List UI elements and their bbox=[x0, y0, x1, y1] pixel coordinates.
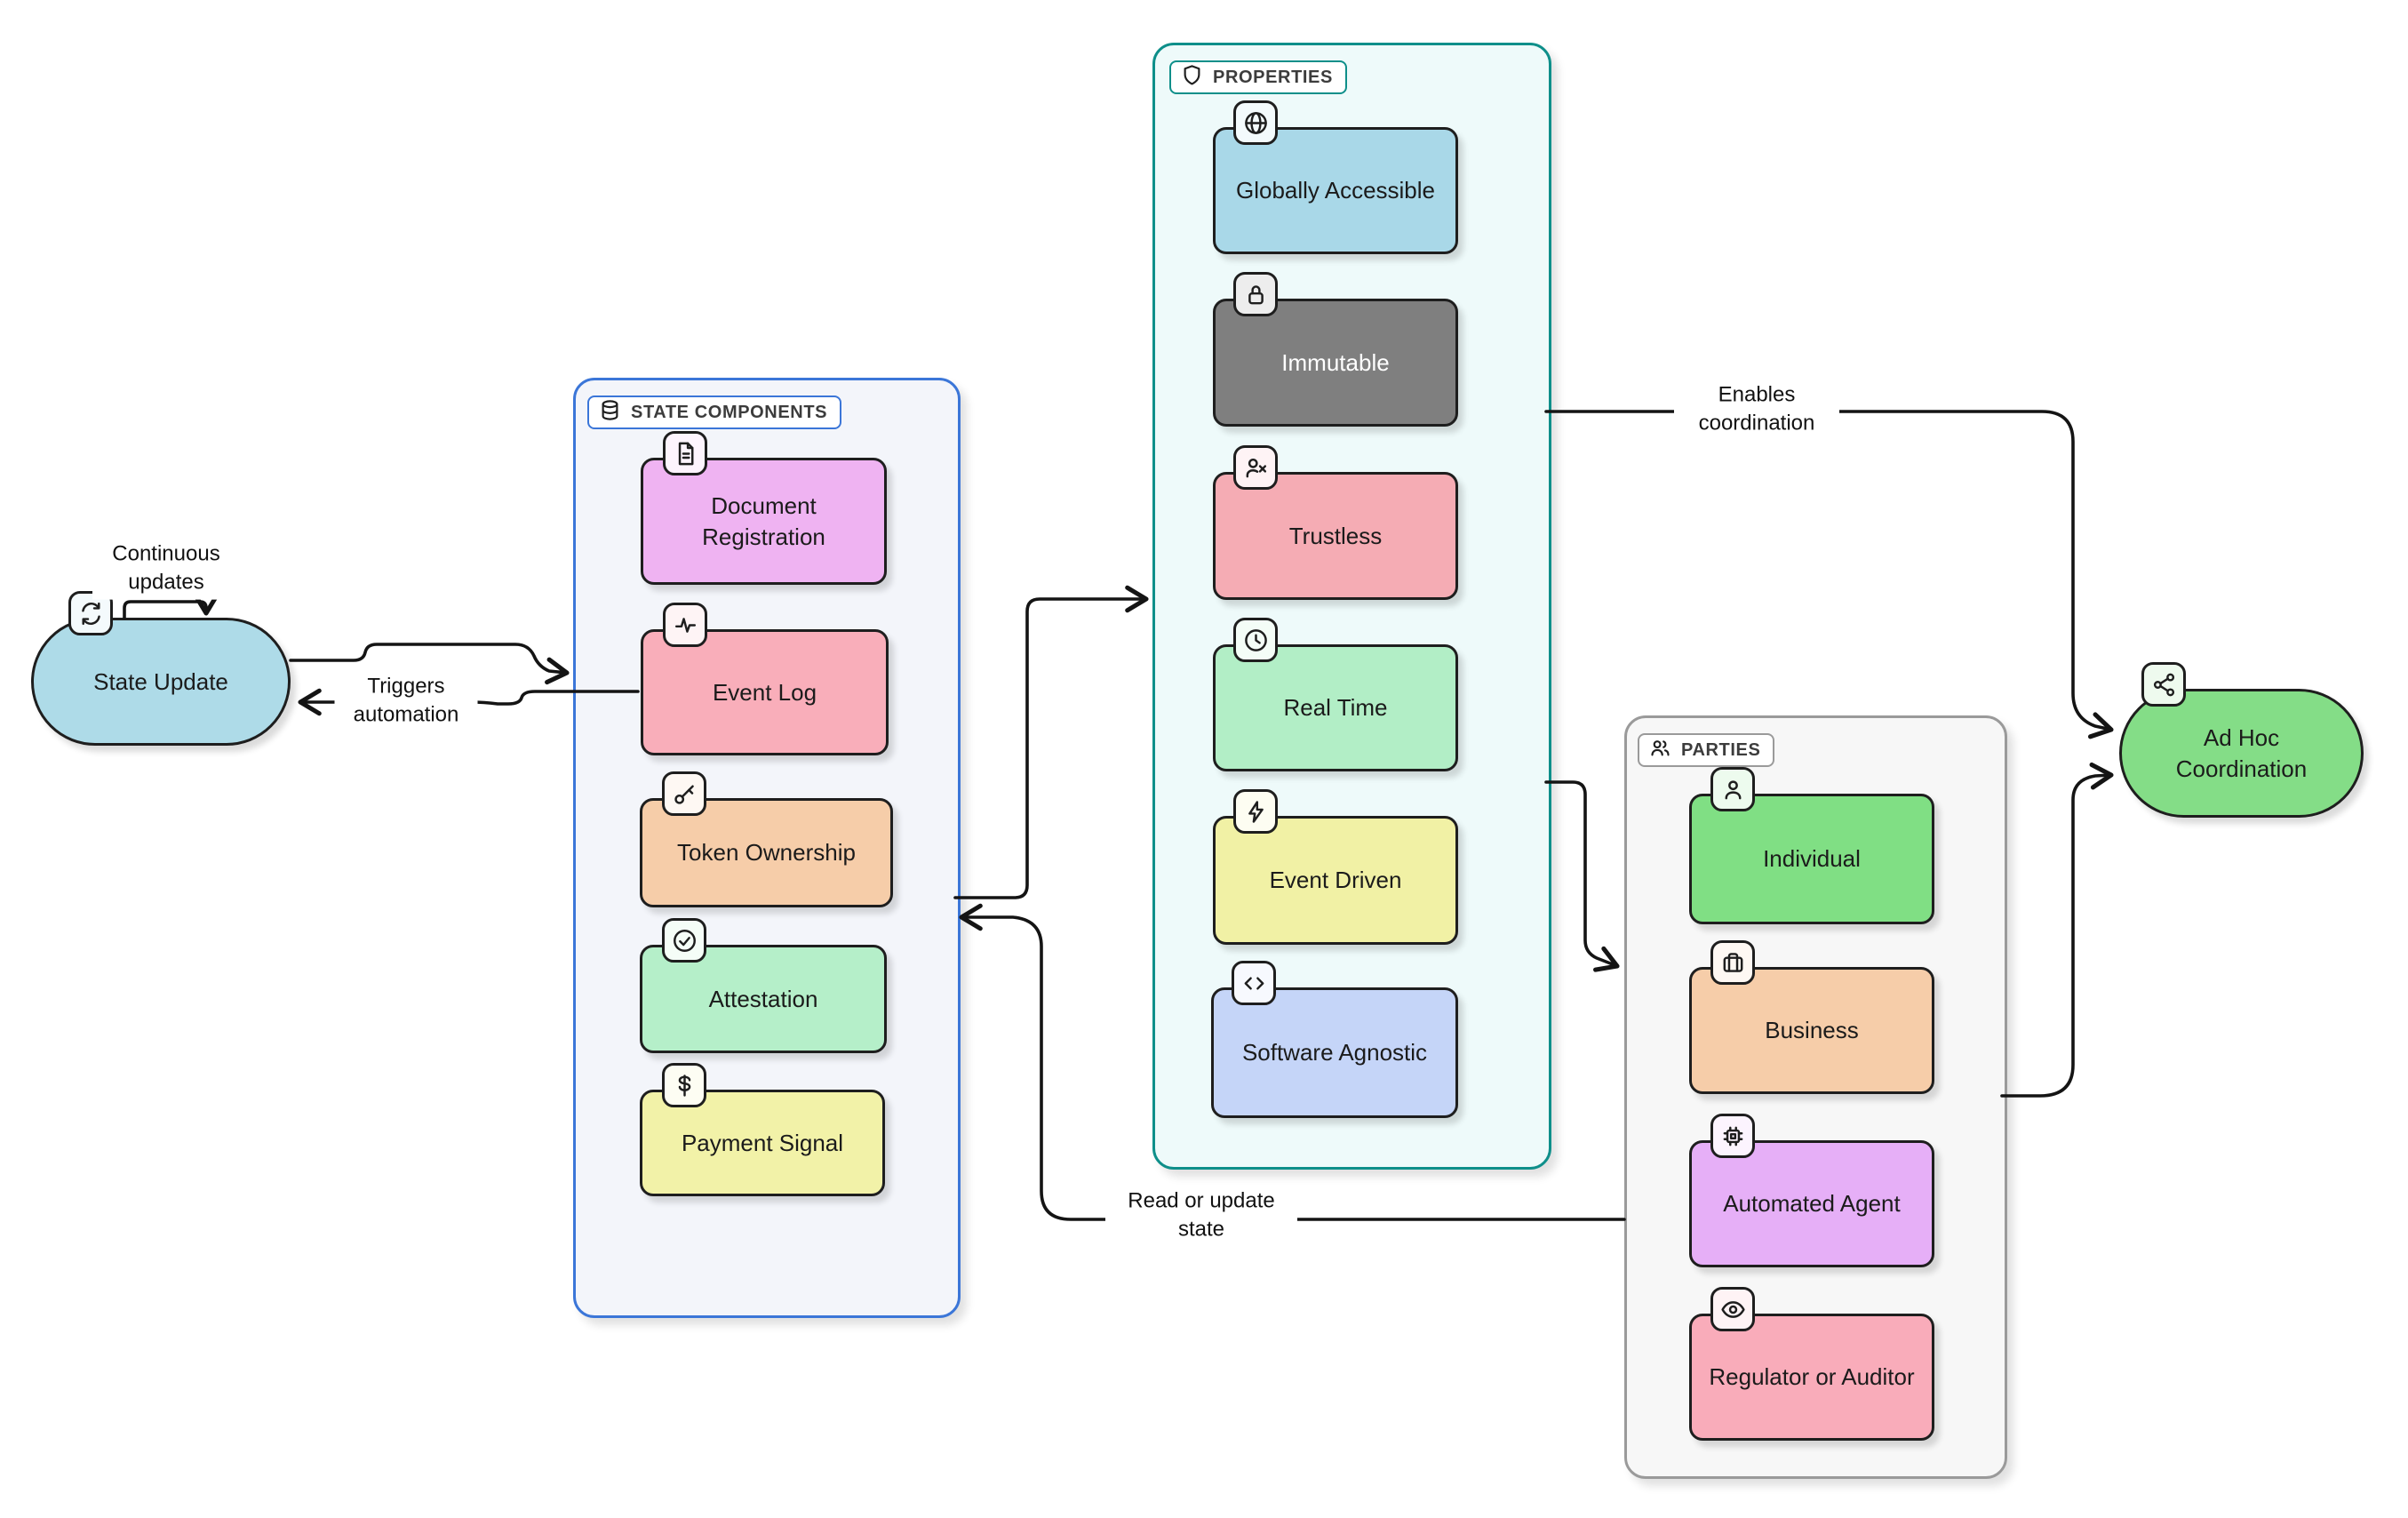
edge-label-triggers-automation: Triggers automation bbox=[334, 670, 478, 732]
node-label: Software Agnostic bbox=[1211, 987, 1458, 1118]
code-icon bbox=[1232, 961, 1276, 1005]
edge-parties-to-adhoc bbox=[2000, 762, 2114, 1098]
node-automated-agent: Automated Agent bbox=[1689, 1114, 1934, 1267]
node-globally-accessible: Globally Accessible bbox=[1213, 100, 1458, 254]
group-parties: PARTIES Individual Business Automated Ag… bbox=[1624, 715, 2007, 1479]
node-label: Real Time bbox=[1213, 644, 1458, 771]
document-icon bbox=[663, 431, 707, 475]
node-event-log: Event Log bbox=[641, 603, 889, 755]
database-icon bbox=[598, 398, 622, 427]
node-ad-hoc-coordination: Ad Hoc Coordination bbox=[2119, 662, 2364, 818]
group-state-components: STATE COMPONENTS Document Registration E… bbox=[573, 378, 961, 1318]
group-header-properties: PROPERTIES bbox=[1169, 60, 1347, 94]
lock-icon bbox=[1233, 272, 1278, 316]
node-document-registration: Document Registration bbox=[641, 431, 887, 585]
node-attestation: Attestation bbox=[640, 918, 887, 1053]
group-title: STATE COMPONENTS bbox=[631, 402, 828, 422]
group-title: PARTIES bbox=[1681, 739, 1761, 760]
edge-label-enables-coordination: Enables coordination bbox=[1674, 379, 1839, 441]
edge-components-to-properties bbox=[953, 585, 1149, 899]
edge-label-continuous-updates: Continuous updates bbox=[92, 538, 240, 600]
edge-continuous-updates bbox=[123, 592, 220, 619]
globe-icon bbox=[1233, 100, 1278, 145]
node-state-update: State Update bbox=[31, 591, 291, 746]
key-icon bbox=[662, 771, 706, 816]
node-label: Globally Accessible bbox=[1213, 127, 1458, 254]
node-event-driven: Event Driven bbox=[1213, 789, 1458, 945]
edge-state-to-components bbox=[289, 643, 570, 685]
group-title: PROPERTIES bbox=[1213, 67, 1333, 87]
users-icon bbox=[1648, 736, 1672, 764]
check-circle-icon bbox=[662, 918, 706, 963]
node-label: Event Driven bbox=[1213, 816, 1458, 945]
node-software-agnostic: Software Agnostic bbox=[1211, 961, 1458, 1118]
node-token-ownership: Token Ownership bbox=[640, 771, 893, 907]
node-label: Payment Signal bbox=[640, 1090, 885, 1196]
node-label: Ad Hoc Coordination bbox=[2119, 689, 2364, 818]
node-label: State Update bbox=[31, 618, 291, 746]
user-icon bbox=[1710, 767, 1755, 811]
group-header-parties: PARTIES bbox=[1638, 733, 1775, 767]
shield-icon bbox=[1180, 63, 1204, 92]
node-label: Automated Agent bbox=[1689, 1140, 1934, 1267]
node-label: Trustless bbox=[1213, 472, 1458, 600]
user-x-icon bbox=[1233, 445, 1278, 490]
edge-label-read-or-update-state: Read or update state bbox=[1105, 1185, 1297, 1247]
node-label: Attestation bbox=[640, 945, 887, 1053]
node-business: Business bbox=[1689, 940, 1934, 1094]
node-label: Individual bbox=[1689, 794, 1934, 924]
clock-icon bbox=[1233, 618, 1278, 662]
node-label: Business bbox=[1689, 967, 1934, 1094]
node-immutable: Immutable bbox=[1213, 272, 1458, 427]
node-label: Regulator or Auditor bbox=[1689, 1314, 1934, 1441]
dollar-icon bbox=[662, 1063, 706, 1107]
node-regulator-or-auditor: Regulator or Auditor bbox=[1689, 1287, 1934, 1441]
node-label: Document Registration bbox=[641, 458, 887, 585]
briefcase-icon bbox=[1710, 940, 1755, 985]
group-properties: PROPERTIES Globally Accessible Immutable… bbox=[1152, 43, 1551, 1170]
chip-icon bbox=[1710, 1114, 1755, 1158]
node-individual: Individual bbox=[1689, 767, 1934, 924]
activity-icon bbox=[663, 603, 707, 647]
share-icon bbox=[2141, 662, 2186, 707]
edge-properties-to-parties bbox=[1544, 780, 1620, 972]
node-label: Token Ownership bbox=[640, 798, 893, 907]
node-label: Event Log bbox=[641, 629, 889, 755]
eye-icon bbox=[1710, 1287, 1755, 1331]
group-header-state-components: STATE COMPONENTS bbox=[587, 395, 842, 429]
zap-icon bbox=[1233, 789, 1278, 834]
node-payment-signal: Payment Signal bbox=[640, 1063, 885, 1196]
node-label: Immutable bbox=[1213, 299, 1458, 427]
node-trustless: Trustless bbox=[1213, 445, 1458, 600]
node-real-time: Real Time bbox=[1213, 618, 1458, 771]
edge-properties-to-adhoc bbox=[1544, 410, 2114, 739]
